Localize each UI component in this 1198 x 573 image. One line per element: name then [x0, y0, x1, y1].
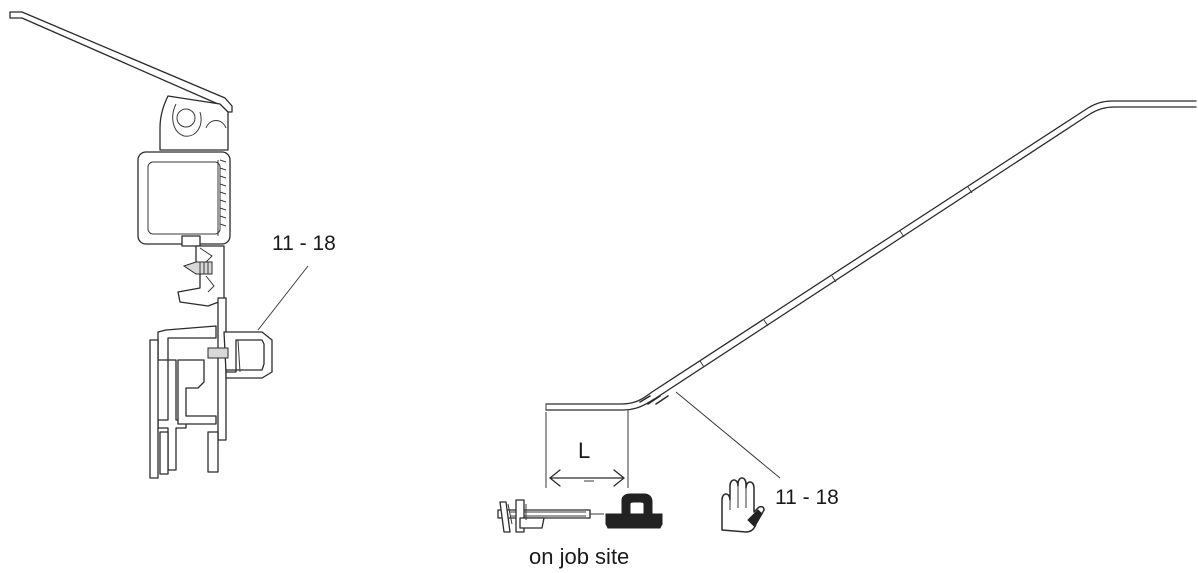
- left-part-range-label: 11 - 18: [272, 232, 336, 255]
- bending-tool-icon: [605, 493, 663, 529]
- profile-cross-section: [9, 11, 273, 479]
- right-part-range-label: 11 - 18: [775, 486, 839, 509]
- vertical-web: [217, 297, 227, 441]
- right-leader-line: [675, 391, 781, 479]
- gasket-part: [223, 331, 273, 379]
- clip-region: [177, 245, 225, 307]
- dimension-label: L: [578, 438, 591, 463]
- screw: [182, 261, 213, 275]
- caliper-icon: [497, 499, 604, 533]
- hand-icon: [721, 477, 765, 533]
- left-leader-line: [257, 265, 309, 331]
- bent-sheet: [545, 100, 1197, 411]
- hollow-chamber: [137, 151, 231, 245]
- top-flap: [9, 11, 233, 113]
- lower-profile: [157, 325, 217, 471]
- on-job-site-note: on job site: [529, 544, 630, 569]
- dimension-l: [545, 410, 629, 488]
